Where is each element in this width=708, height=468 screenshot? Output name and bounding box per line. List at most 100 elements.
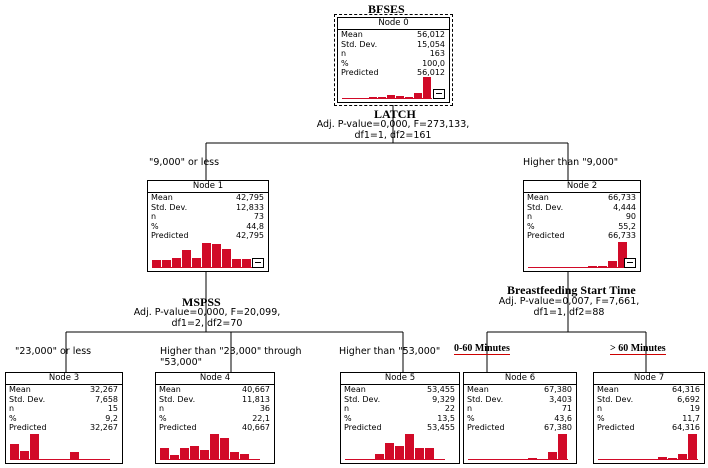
stat-row-sd: Std. Dev.4,444	[527, 203, 636, 213]
stat-value-pct: 44,8	[246, 221, 264, 231]
stat-value-pred: 66,733	[608, 231, 636, 240]
stat-label-pct: %	[527, 221, 535, 231]
collapse-toggle-icon[interactable]	[624, 258, 636, 268]
stat-value-pct: 22,1	[252, 413, 270, 423]
node-title: Node 7	[594, 373, 704, 385]
stat-label-pred: Predicted	[341, 68, 379, 77]
stat-label-pct: %	[151, 221, 159, 231]
stat-label-n: n	[151, 212, 157, 221]
histogram-bar	[528, 457, 537, 460]
stat-value-pct: 11,7	[682, 413, 700, 423]
stat-row-sd: Std. Dev.15,054	[341, 40, 445, 50]
split-bst-stats: Adj. P-value=0,007, F=7,661, df1=1, df2=…	[482, 296, 656, 318]
stat-label-sd: Std. Dev.	[467, 394, 504, 404]
node-histogram	[468, 434, 568, 460]
collapse-toggle-icon[interactable]	[433, 89, 445, 99]
node-title: Node 0	[338, 18, 449, 30]
stat-label-pred: Predicted	[467, 423, 505, 432]
stat-label-pred: Predicted	[597, 423, 635, 432]
stat-label-n: n	[467, 404, 473, 413]
stat-row-pct: %9,2	[9, 414, 118, 424]
histogram-bar	[425, 448, 434, 460]
stat-value-n: 163	[429, 49, 445, 58]
stat-value-sd: 6,692	[677, 394, 700, 404]
split-mspss-line2: df1=2, df2=70	[171, 318, 243, 329]
split-latch-line2: df1=1, df2=161	[354, 130, 432, 141]
stat-value-sd: 7,658	[95, 394, 118, 404]
histogram-bar	[192, 258, 201, 268]
stat-value-n: 36	[259, 404, 270, 413]
collapse-toggle-icon[interactable]	[252, 258, 264, 268]
branch-label-node4-line1: Higher than "23,000" through	[160, 346, 302, 357]
stat-value-mean: 66,733	[608, 193, 636, 202]
histogram-bar	[342, 97, 350, 99]
histogram-bar	[152, 260, 161, 268]
histogram-baseline	[468, 459, 568, 460]
histogram-baseline	[528, 267, 628, 268]
stat-value-pct: 43,6	[554, 413, 572, 423]
stat-value-pct: 9,2	[105, 413, 118, 423]
stat-row-sd: Std. Dev. 6,692	[597, 395, 700, 405]
stat-label-sd: Std. Dev.	[159, 394, 196, 404]
stat-label-pct: %	[597, 413, 605, 423]
node-title: Node 4	[156, 373, 274, 385]
histogram-bar	[212, 244, 221, 268]
node-histogram	[10, 434, 110, 460]
split-latch-line1: Adj. P-value=0,000, F=273,133,	[316, 119, 470, 130]
histogram-bar	[240, 454, 249, 460]
histogram-bar	[170, 454, 179, 460]
stat-label-mean: Mean	[467, 385, 489, 394]
stat-label-n: n	[159, 404, 165, 413]
histogram-bar	[608, 260, 617, 268]
node-title: Node 5	[341, 373, 459, 385]
split-mspss-stats: Adj. P-value=0,000, F=20,099, df1=2, df2…	[120, 307, 294, 329]
stat-value-pred: 67,380	[544, 423, 572, 432]
histogram-bar	[360, 97, 368, 99]
histogram-bar	[618, 242, 627, 268]
stat-label-pred: Predicted	[9, 423, 47, 432]
stat-value-sd: 4,444	[613, 202, 636, 212]
node-histogram	[342, 77, 432, 99]
stat-label-pct: %	[344, 413, 352, 423]
histogram-bar	[375, 453, 384, 460]
histogram-bar	[162, 260, 171, 268]
stat-value-pred: 42,795	[236, 231, 264, 240]
stat-row-pct: %55,2	[527, 222, 636, 232]
branch-label-node3: "23,000" or less	[15, 346, 92, 357]
stat-value-mean: 40,667	[242, 385, 270, 394]
stat-row-sd: Std. Dev.11,813	[159, 395, 270, 405]
histogram-bar	[180, 448, 189, 460]
stat-label-pred: Predicted	[151, 231, 189, 240]
stat-label-sd: Std. Dev.	[9, 394, 46, 404]
node-title: Node 6	[464, 373, 576, 385]
split-mspss-line1: Adj. P-value=0,000, F=20,099,	[133, 307, 281, 318]
stat-label-sd: Std. Dev.	[597, 394, 634, 404]
stat-value-pred: 32,267	[90, 423, 118, 432]
stat-label-mean: Mean	[159, 385, 181, 394]
root-title: BFSES	[368, 2, 405, 16]
stat-value-n: 71	[561, 404, 572, 413]
stat-row-sd: Std. Dev. 7,658	[9, 395, 118, 405]
stat-label-n: n	[341, 49, 347, 58]
branch-label-node4: Higher than "23,000" through "53,000"	[160, 346, 302, 368]
histogram-bar	[202, 243, 211, 268]
stat-row-pct: % 11,7	[597, 414, 700, 424]
split-latch-name: LATCH	[374, 107, 416, 121]
